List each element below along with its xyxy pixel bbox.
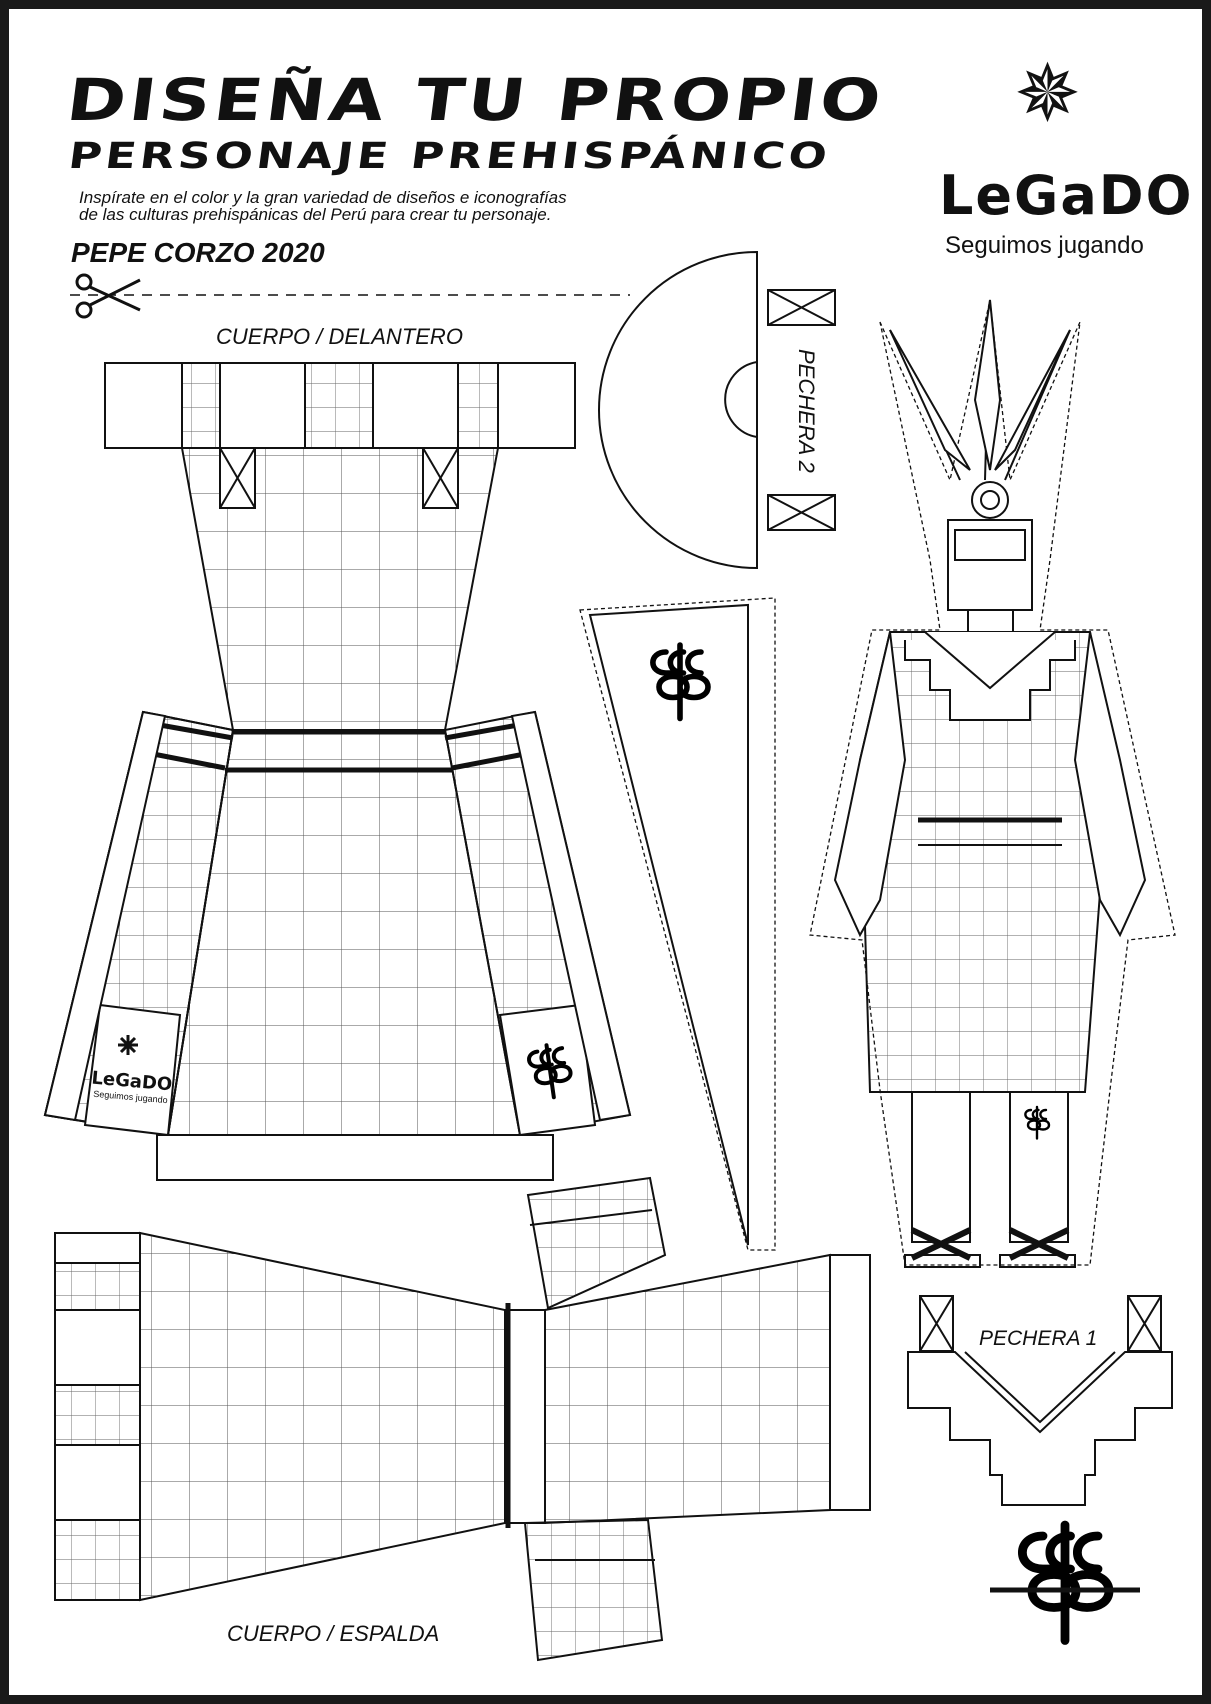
- mini-logo-icon: [118, 1035, 138, 1055]
- spiral-ornament-icon: [1022, 1525, 1109, 1641]
- subtitle-line2: de las culturas prehispánicas del Perú p…: [79, 205, 552, 224]
- logo-tagline: Seguimos jugando: [945, 232, 1144, 259]
- page-title-line2: PERSONAJE PREHISPÁNICO: [66, 136, 834, 177]
- page-title-line1: DISEÑA TU PROPIO: [62, 66, 889, 134]
- back-body-label: CUERPO / ESPALDA: [227, 1621, 440, 1646]
- author-credit: PEPE CORZO 2020: [71, 237, 325, 268]
- cutout-drawing: [43, 250, 1176, 1662]
- chest2-label: PECHERA 2: [794, 349, 819, 473]
- scissors-icon: [75, 273, 141, 319]
- front-body-label: CUERPO / DELANTERO: [216, 324, 463, 349]
- logo-brand: LeGaDO: [939, 164, 1194, 227]
- character-figure: [809, 299, 1176, 1268]
- chest-piece-2: [598, 250, 836, 570]
- chest-piece-1: [907, 1295, 1173, 1506]
- front-body-piece: [43, 362, 632, 1181]
- triangle-piece: [579, 597, 776, 1251]
- sun-emblem-icon: ✵: [1014, 49, 1082, 138]
- back-body-piece: [54, 1176, 871, 1662]
- subtitle: Inspírate en el color y la gran variedad…: [79, 189, 567, 223]
- subtitle-line1: Inspírate en el color y la gran variedad…: [79, 188, 567, 207]
- chest1-label: PECHERA 1: [979, 1327, 1098, 1350]
